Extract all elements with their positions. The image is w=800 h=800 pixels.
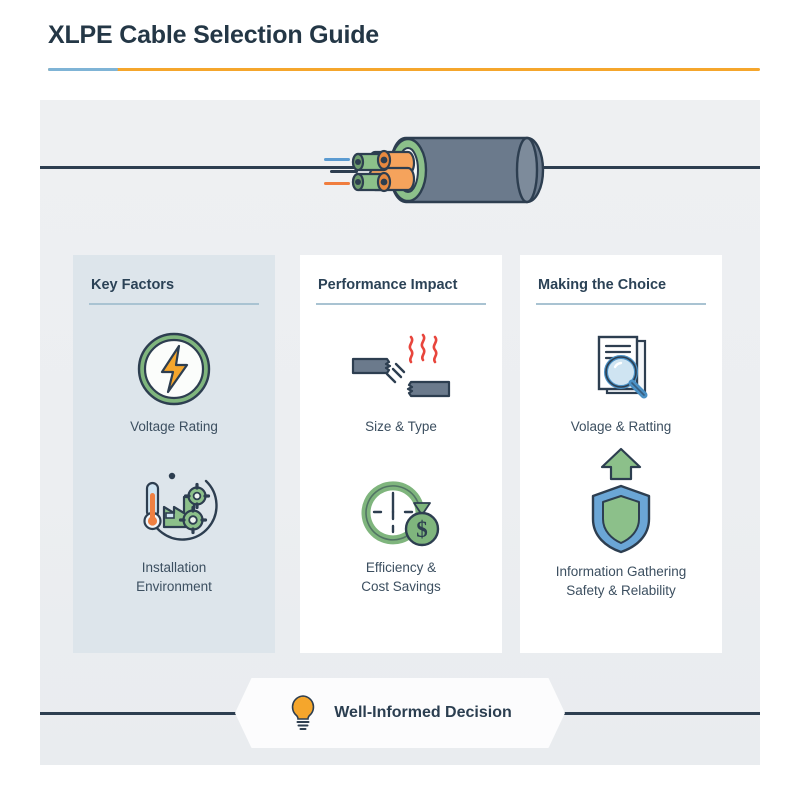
header-rule: [48, 68, 760, 71]
cable-illustration: [280, 120, 580, 220]
column-key-factors: Key Factors Voltage Rating: [73, 255, 275, 653]
arrow-up-shield-icon: [534, 442, 708, 560]
item-label: Size & Type: [365, 418, 437, 434]
item-information-gathering: Information Gathering Safety & Relabilit…: [534, 442, 708, 600]
clock-dollar-icon: $: [314, 464, 488, 556]
item-label: Voltage Rating: [130, 418, 218, 434]
well-informed-decision-banner: Well-Informed Decision: [235, 678, 565, 748]
column-divider: [316, 303, 486, 305]
document-magnifier-icon: [534, 323, 708, 415]
item-label: Volage & Ratting: [570, 418, 672, 434]
dash-marker-orange: [324, 182, 350, 185]
column-title: Key Factors: [91, 277, 175, 293]
column-making-the-choice: Making the Choice: [520, 255, 722, 653]
banner-label: Well-Informed Decision: [334, 704, 512, 721]
item-label: Information Gathering Safety & Relabilit…: [555, 563, 687, 598]
header-rule-accent: [48, 68, 118, 71]
column-divider: [89, 303, 259, 305]
thermometer-factory-gears-icon: [87, 464, 261, 556]
arrow-up-icon: [600, 447, 642, 480]
item-label: Installation Environment: [136, 559, 212, 594]
item-voltage-rating: Voltage Rating: [87, 323, 261, 436]
lightning-bolt-circle-icon: [87, 323, 261, 415]
item-installation-environment: Installation Environment: [87, 464, 261, 596]
column-title: Making the Choice: [538, 277, 667, 293]
item-size-type: Size & Type: [314, 323, 488, 436]
svg-text:$: $: [416, 517, 428, 542]
cable-spark-heat-icon: [314, 323, 488, 415]
dash-marker-blue: [324, 158, 350, 161]
header: XLPE Cable Selection Guide: [48, 18, 760, 71]
column-divider: [536, 303, 706, 305]
column-title: Performance Impact: [318, 277, 458, 293]
dash-marker-dark: [330, 170, 358, 173]
item-volage-ratting: Volage & Ratting: [534, 323, 708, 436]
item-label: Efficiency & Cost Savings: [361, 559, 441, 594]
cable-cutaway-icon: [351, 136, 545, 204]
page-title: XLPE Cable Selection Guide: [48, 21, 379, 49]
column-performance-impact: Performance Impact: [300, 255, 502, 653]
columns-container: Key Factors Voltage Rating: [40, 255, 760, 655]
lightbulb-icon: [292, 695, 315, 730]
shield-icon: [591, 484, 651, 553]
main-panel: Key Factors Voltage Rating: [40, 100, 760, 765]
item-efficiency-cost-savings: $ Efficiency & Cost Savings: [314, 464, 488, 596]
